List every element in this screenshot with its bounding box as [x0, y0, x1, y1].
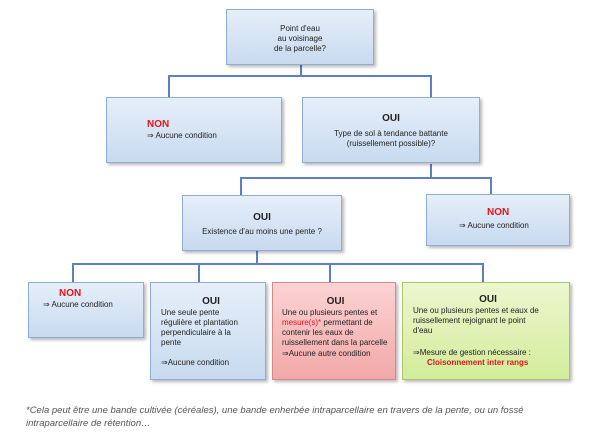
no-label: NON	[147, 119, 170, 130]
level3-measure-box: OUI Une ou plusieurs pentes et mesure(s)…	[272, 282, 396, 380]
soil-question-line: Type de sol à tendance battante	[334, 129, 448, 138]
connector	[256, 250, 258, 264]
joining-result-emphasis: Cloisonnement inter rangs	[427, 358, 529, 367]
decision-tree: Point d'eau au voisinage de la parcelle?…	[28, 9, 570, 380]
measure-text-end: permettant de contenir les eaux de ruiss…	[282, 318, 388, 347]
connector	[430, 164, 432, 178]
joining-line: ruissellement rejoignant le point	[413, 316, 526, 325]
yes-label: OUI	[326, 296, 345, 307]
soil-question-line: (ruissellement possible)?	[346, 139, 436, 148]
connector	[240, 177, 242, 197]
connector	[329, 263, 331, 283]
single-slope-line: Une seule pente	[161, 308, 220, 317]
connector	[240, 177, 492, 179]
footnote: *Cela peut être une bande cultivée (céré…	[26, 405, 524, 429]
single-slope-line: régulière et plantation	[161, 318, 238, 327]
connector	[300, 64, 302, 76]
connector	[72, 263, 484, 265]
single-slope-line: pente	[161, 338, 182, 347]
level1-no-box: NON ⇒ Aucune condition	[106, 97, 282, 163]
no-result: ⇒ Aucune condition	[43, 300, 113, 309]
level3-joining-box: OUI Une ou plusieurs pentes et eaux de r…	[402, 282, 570, 380]
measure-result: ⇒Aucune autre condition	[282, 349, 371, 358]
no-result: ⇒ Aucune condition	[147, 131, 217, 140]
connector	[168, 75, 432, 77]
connector	[482, 263, 484, 283]
level2-no-box: NON ⇒ Aucune condition	[426, 194, 570, 246]
slope-question: Existence d'au moins une pente ?	[202, 227, 322, 236]
connector	[430, 75, 432, 97]
no-label: NON	[59, 288, 82, 299]
connector	[490, 177, 492, 195]
no-result: ⇒ Aucune condition	[459, 221, 529, 230]
measure-text-start: Une ou plusieurs pentes et	[282, 308, 378, 317]
yes-label: OUI	[382, 113, 400, 124]
level2-yes-box: OUI Existence d'au moins une pente ?	[182, 195, 342, 251]
joining-line: d'eau	[413, 326, 433, 335]
level3-no-box: NON ⇒ Aucune condition	[28, 282, 144, 338]
joining-result: ⇒Mesure de gestion nécessaire :	[413, 348, 531, 357]
connector	[168, 75, 170, 99]
connector	[198, 263, 200, 283]
single-slope-line: perpendiculaire à la	[161, 328, 231, 337]
no-label: NON	[487, 207, 510, 218]
yes-label: OUI	[479, 294, 497, 305]
root-line: Point d'eau	[280, 24, 320, 33]
root-line: au voisinage	[277, 34, 323, 43]
joining-line: Une ou plusieurs pentes et eaux de	[413, 306, 539, 315]
yes-label: OUI	[202, 296, 220, 307]
root-line: de la parcelle?	[273, 44, 327, 53]
level3-single-slope-box: OUI Une seule pente régulière et plantat…	[150, 282, 266, 380]
measure-text: Une ou plusieurs pentes et mesure(s)* pe…	[282, 308, 389, 348]
measure-highlight: mesure(s)*	[282, 318, 322, 327]
yes-label: OUI	[253, 212, 271, 223]
single-slope-result: ⇒Aucune condition	[161, 358, 230, 367]
level1-yes-box: OUI Type de sol à tendance battante (rui…	[302, 97, 480, 163]
connector	[72, 263, 74, 283]
root-question-box: Point d'eau au voisinage de la parcelle?	[226, 9, 374, 65]
